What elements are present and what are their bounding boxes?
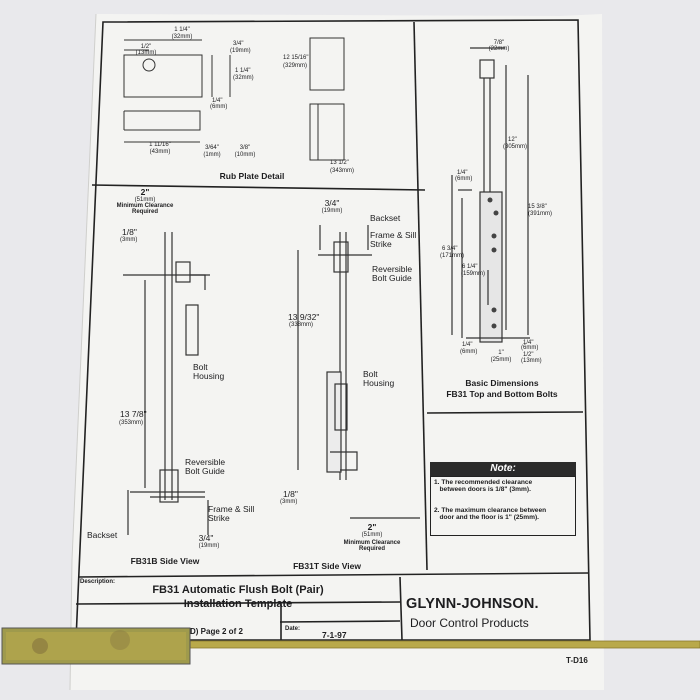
basic-dims-subtitle: FB31 Top and Bottom Bolts <box>446 389 558 399</box>
t-len-mm: (338mm) <box>289 322 314 328</box>
border <box>75 19 591 641</box>
b-eighth-mm: (3mm) <box>120 237 138 243</box>
dim-t38: 3/8" <box>239 145 251 151</box>
dim-34-mm: (19mm) <box>230 48 251 54</box>
bd-15-mm: (391mm) <box>528 211 553 217</box>
bd-12-mm: (305mm) <box>503 144 528 150</box>
paper <box>70 14 604 690</box>
bd-634: 6 3/4" <box>442 246 458 252</box>
dim-w-top: 1 1/4" <box>174 27 190 33</box>
note-box <box>430 476 576 536</box>
t-frame-sill: Frame & Sill Strike <box>370 230 417 249</box>
bd-br14: 1/4" <box>523 340 534 346</box>
bd-br12-mm: (13mm) <box>521 358 542 364</box>
bolt-b-mm: (343mm) <box>330 168 355 174</box>
b-backset: Backset <box>87 530 118 540</box>
bd-14: 1/4" <box>457 170 468 176</box>
t-min-clear-label: Minimum Clearance Required <box>343 540 401 553</box>
bolt-a-dim: 12 15/16" <box>283 55 309 61</box>
date-value: 7-1-97 <box>322 630 347 640</box>
note-2: 2. The maximum clearance between door an… <box>434 507 547 521</box>
bd-b1: 1" <box>498 350 504 356</box>
dim-half: 1/2" <box>140 44 152 50</box>
dim-t38-mm: (10mm) <box>234 152 256 158</box>
t-three-q-mm: (19mm) <box>321 208 343 214</box>
fb31b-caption: FB31B Side View <box>130 556 200 566</box>
b-three-q: 3/4" <box>198 533 214 543</box>
t-rev-guide: Reversible Bolt Guide <box>372 264 413 283</box>
rub-plate-title: Rub Plate Detail <box>219 171 285 181</box>
desc-line1: FB31 Automatic Flush Bolt (Pair) <box>152 584 324 596</box>
fb31t-caption: FB31T Side View <box>293 561 361 571</box>
t-eighth: 1/8" <box>283 489 298 499</box>
b-frame-sill: Frame & Sill Strike <box>208 504 255 523</box>
t-len: 13 9/32" <box>288 312 320 322</box>
bd-634-mm: (171mm) <box>440 253 465 259</box>
basic-dims-title: Basic Dimensions <box>465 378 539 388</box>
brand-name: GLYNN-JOHNSON. <box>406 596 539 612</box>
dim-t364-mm: (1mm) <box>203 152 221 158</box>
template-code: T-D16 <box>566 656 588 665</box>
brand-subtitle: Door Control Products <box>410 616 529 630</box>
bd-614-mm: (159mm) <box>461 271 486 277</box>
bd-top-mm: (22mm) <box>488 46 510 52</box>
bolt-a-mm: (329mm) <box>283 63 308 69</box>
b-min-clear: 2" <box>140 187 150 197</box>
t-bolt-housing: Bolt Housing <box>363 369 395 388</box>
t-min-clear: 2" <box>367 522 377 532</box>
note-header: Note: <box>430 462 576 476</box>
t-min-clear-mm: (51mm) <box>361 532 383 538</box>
bd-14-mm: (6mm) <box>455 176 473 182</box>
dim-h114: 1 1/4" <box>235 68 251 74</box>
t-eighth-mm: (3mm) <box>280 499 298 505</box>
bd-b14: 1/4" <box>462 342 473 348</box>
b-min-clear-label: Minimum Clearance Required <box>116 203 174 216</box>
b-len-mm: (353mm) <box>119 420 144 426</box>
t-three-q: 3/4" <box>324 198 340 208</box>
dim-l11116: 1 11/16" <box>149 142 171 148</box>
b-len: 13 7/8" <box>120 409 147 419</box>
rod-shaft <box>179 640 700 649</box>
dim-h114-mm: (32mm) <box>233 75 254 81</box>
dim-half-mm: (13mm) <box>135 50 157 56</box>
dim-q14-mm: (6mm) <box>210 104 228 110</box>
bolt-b-dim: 13 1/2" <box>330 160 349 166</box>
bd-b1-mm: (25mm) <box>490 357 512 363</box>
b-rev-guide: Reversible Bolt Guide <box>185 457 226 476</box>
bd-br14-mm: (6mm) <box>521 345 539 351</box>
dim-t364: 3/64" <box>205 145 219 151</box>
bd-br12: 1/2" <box>523 352 534 358</box>
desc-line2: Installation Template <box>183 598 293 610</box>
desc-label: Description: <box>80 579 116 585</box>
bd-614: 6 1/4" <box>462 264 478 270</box>
dim-l11116-mm: (43mm) <box>149 149 171 155</box>
b-eighth: 1/8" <box>122 227 137 237</box>
bd-12: 12" <box>508 137 517 143</box>
t-backset: Backset <box>370 213 401 223</box>
note-1: 1. The recommended clearance between doo… <box>434 479 533 493</box>
b-three-q-mm: (19mm) <box>198 543 220 549</box>
b-bolt-housing: Bolt Housing <box>193 362 225 381</box>
bd-15: 15 3/8" <box>528 204 547 210</box>
bd-b14-mm: (6mm) <box>460 349 478 355</box>
page-fragment: D) Page 2 of 2 <box>190 627 243 636</box>
dim-q14: 1/4" <box>212 98 223 104</box>
dim-w-top-mm: (32mm) <box>171 34 193 40</box>
bd-top: 7/8" <box>493 40 505 46</box>
dim-34: 3/4" <box>233 41 244 47</box>
b-min-clear-mm: (51mm) <box>134 197 156 203</box>
date-label: Date: <box>285 626 301 632</box>
